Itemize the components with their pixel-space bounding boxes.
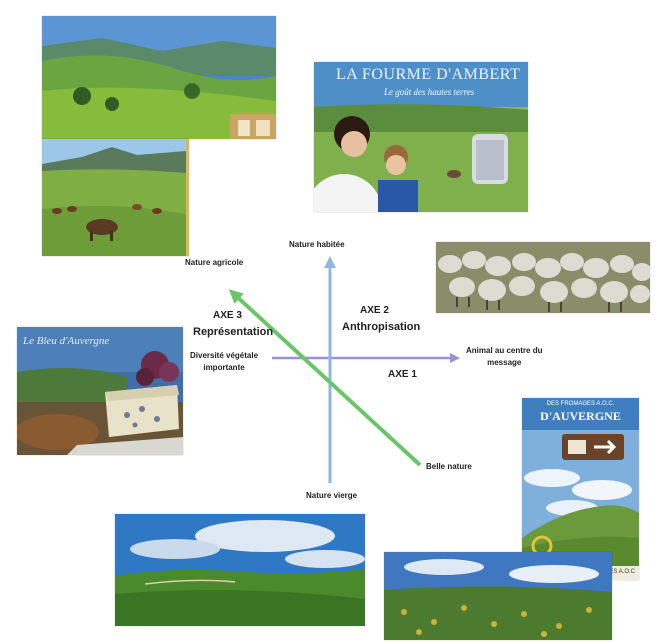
label-animal-line1: Animal au centre du [466,346,543,355]
photo-cows-pasture [42,139,189,256]
aoc-line1: DES FROMAGES A.O.C. [546,401,615,407]
label-diversite-line1: Diversité végétale [190,351,259,360]
bleu-title: Le Bleu d'Auvergne [23,335,110,347]
photo-sheep-flock [436,242,650,313]
label-animal-line2: message [487,358,522,367]
label-axe3-title: AXE 3 [213,310,242,321]
fourme-title: LA FOURME D'AMBERT [336,66,521,83]
photo-meadow-flowers [384,552,612,640]
label-nature-vierge: Nature vierge [306,491,358,500]
label-nature-agricole: Nature agricole [185,258,244,267]
label-diversite: Diversité végétale importante [190,350,258,374]
label-axe3-name: Représentation [193,326,274,338]
label-nature-habitee: Nature habitée [289,240,345,249]
axe3-arrow [228,289,422,467]
photo-fourme-ambert-poster: LA FOURME D'AMBERT Le goût des hautes te… [314,62,528,212]
label-diversite-line2: importante [203,363,245,372]
photo-agricultural-hills [42,16,276,139]
photo-bleu-auvergne-poster: Le Bleu d'Auvergne [17,327,183,455]
fourme-subtitle: Le goût des hautes terres [384,87,475,97]
label-axe1: AXE 1 [388,369,417,380]
photo-wild-hills [115,514,365,626]
label-axe2-title: AXE 2 [360,305,389,316]
label-belle-nature: Belle nature [426,462,472,471]
label-axe2-name: Anthropisation [342,321,421,333]
label-animal: Animal au centre du message [466,345,542,369]
aoc-line2: D'AUVERGNE [540,409,621,423]
